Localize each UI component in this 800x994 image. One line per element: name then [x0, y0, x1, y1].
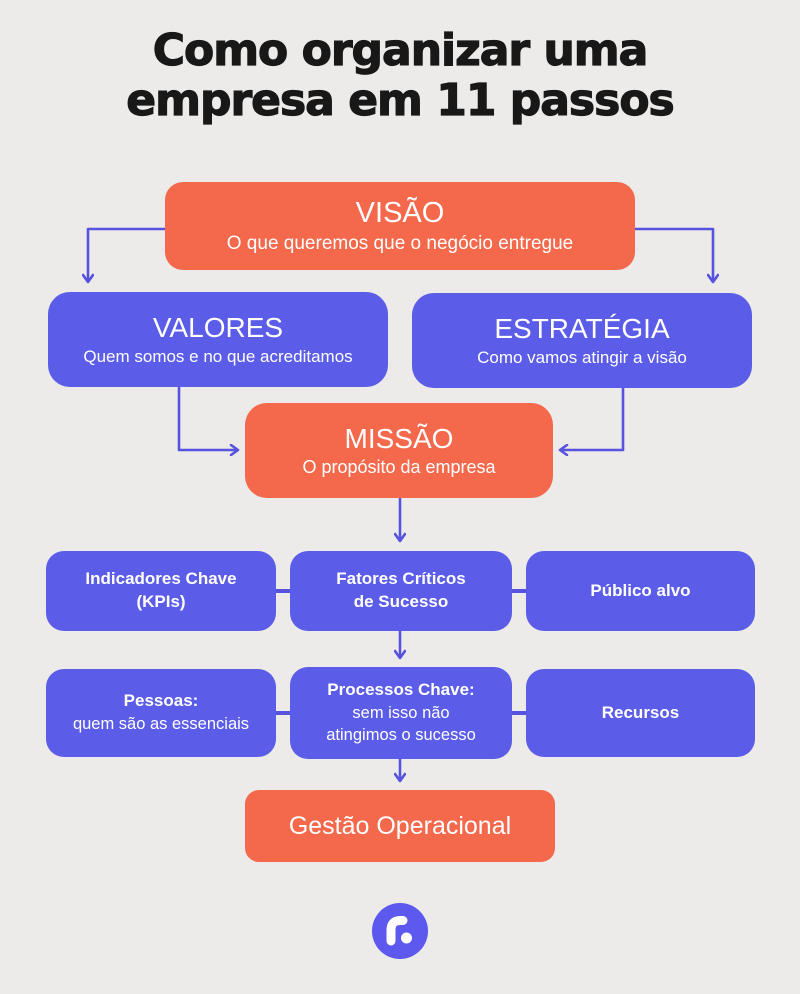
node-fatores-criticos: Fatores Críticos de Sucesso — [290, 551, 512, 631]
node-indicadores-line1: Indicadores Chave — [85, 569, 237, 589]
node-processos-chave: Processos Chave: sem isso não atingimos … — [290, 667, 512, 759]
node-pessoas-line2: quem são as essenciais — [72, 715, 250, 734]
brand-logo-icon — [372, 903, 428, 959]
node-estrategia: ESTRATÉGIA Como vamos atingir a visão — [412, 293, 752, 388]
node-visao-subtitle: O que queremos que o negócio entregue — [226, 232, 574, 254]
node-valores-subtitle: Quem somos e no que acreditamos — [83, 346, 353, 366]
node-processos-line3: atingimos o sucesso — [326, 726, 476, 745]
node-indicadores-chave: Indicadores Chave (KPIs) — [46, 551, 276, 631]
node-indicadores-line2: (KPIs) — [136, 592, 186, 611]
node-estrategia-title: ESTRATÉGIA — [494, 313, 670, 345]
node-gestao-title: Gestão Operacional — [288, 812, 512, 840]
node-valores: VALORES Quem somos e no que acreditamos — [48, 292, 388, 387]
node-processos-heading: Processos Chave: — [327, 680, 475, 700]
node-missao-subtitle: O propósito da empresa — [302, 457, 496, 478]
node-visao: VISÃO O que queremos que o negócio entre… — [165, 182, 635, 270]
node-fatores-line2: de Sucesso — [353, 592, 449, 611]
node-processos-line2: sem isso não — [352, 704, 450, 723]
node-pessoas-heading: Pessoas: — [123, 691, 199, 711]
node-valores-title: VALORES — [152, 312, 284, 344]
node-recursos: Recursos — [526, 669, 755, 757]
node-missao-title: MISSÃO — [344, 422, 454, 454]
node-visao-title: VISÃO — [355, 196, 445, 229]
node-publico-line1: Público alvo — [590, 580, 691, 600]
page-title-line1: Como organizar uma — [152, 25, 649, 76]
node-estrategia-subtitle: Como vamos atingir a visão — [477, 347, 687, 367]
page-title-line2: empresa em 11 passos — [126, 75, 676, 127]
node-fatores-line1: Fatores Críticos — [336, 569, 466, 589]
node-publico-alvo: Público alvo — [526, 551, 755, 631]
node-recursos-line1: Recursos — [601, 702, 680, 722]
node-gestao-operacional: Gestão Operacional — [245, 790, 555, 862]
node-pessoas: Pessoas: quem são as essenciais — [46, 669, 276, 757]
node-missao: MISSÃO O propósito da empresa — [245, 403, 553, 498]
